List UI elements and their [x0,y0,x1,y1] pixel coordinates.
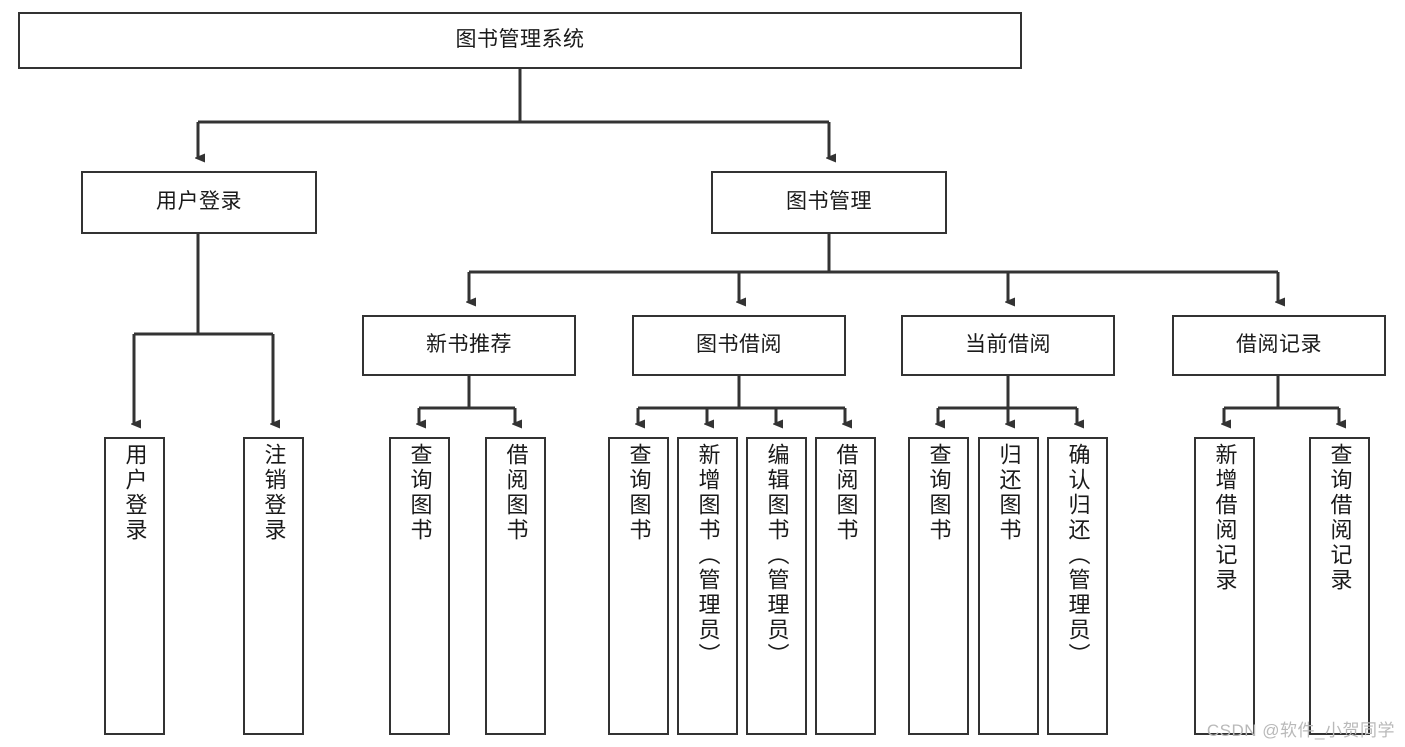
node-leaf-confirm-return-admin[interactable]: 确认归还（管理员） [1047,437,1108,735]
node-leaf-add-borrow-record-label: 新增借阅记录 [1212,443,1238,593]
node-leaf-user-login-label: 用户登录 [122,443,148,543]
node-leaf-query-book-rec[interactable]: 查询图书 [389,437,450,735]
node-user-login-label: 用户登录 [156,190,242,214]
node-leaf-logout-login-label: 注销登录 [261,443,287,543]
node-leaf-add-book-admin-label: 新增图书（管理员） [695,443,721,668]
node-book-borrow-label: 图书借阅 [696,333,782,357]
node-new-book-recommend[interactable]: 新书推荐 [362,315,576,376]
node-leaf-logout-login[interactable]: 注销登录 [243,437,304,735]
node-leaf-query-book-rec-label: 查询图书 [407,443,433,543]
node-leaf-edit-book-admin-label: 编辑图书（管理员） [764,443,790,668]
node-leaf-borrow-book-rec-label: 借阅图书 [503,443,529,543]
node-borrow-record-label: 借阅记录 [1236,333,1322,357]
node-leaf-return-book-label: 归还图书 [996,443,1022,543]
node-user-login[interactable]: 用户登录 [81,171,317,234]
node-root[interactable]: 图书管理系统 [18,12,1022,69]
node-leaf-confirm-return-admin-label: 确认归还（管理员） [1065,443,1091,668]
node-leaf-borrow-book[interactable]: 借阅图书 [815,437,876,735]
node-new-book-recommend-label: 新书推荐 [426,333,512,357]
node-leaf-query-borrow-record-label: 查询借阅记录 [1327,443,1353,593]
node-leaf-add-book-admin[interactable]: 新增图书（管理员） [677,437,738,735]
node-book-management[interactable]: 图书管理 [711,171,947,234]
node-leaf-borrow-book-label: 借阅图书 [833,443,859,543]
node-leaf-edit-book-admin[interactable]: 编辑图书（管理员） [746,437,807,735]
node-leaf-query-book-borrow-label: 查询图书 [626,443,652,543]
node-leaf-user-login[interactable]: 用户登录 [104,437,165,735]
node-borrow-record[interactable]: 借阅记录 [1172,315,1386,376]
node-leaf-query-book-borrow[interactable]: 查询图书 [608,437,669,735]
node-current-borrow[interactable]: 当前借阅 [901,315,1115,376]
node-leaf-query-book-cur[interactable]: 查询图书 [908,437,969,735]
node-leaf-query-borrow-record[interactable]: 查询借阅记录 [1309,437,1370,735]
node-leaf-query-book-cur-label: 查询图书 [926,443,952,543]
node-root-label: 图书管理系统 [455,28,585,52]
node-current-borrow-label: 当前借阅 [965,333,1051,357]
node-book-borrow[interactable]: 图书借阅 [632,315,846,376]
node-book-management-label: 图书管理 [786,190,872,214]
node-leaf-add-borrow-record[interactable]: 新增借阅记录 [1194,437,1255,735]
node-leaf-borrow-book-rec[interactable]: 借阅图书 [485,437,546,735]
node-leaf-return-book[interactable]: 归还图书 [978,437,1039,735]
